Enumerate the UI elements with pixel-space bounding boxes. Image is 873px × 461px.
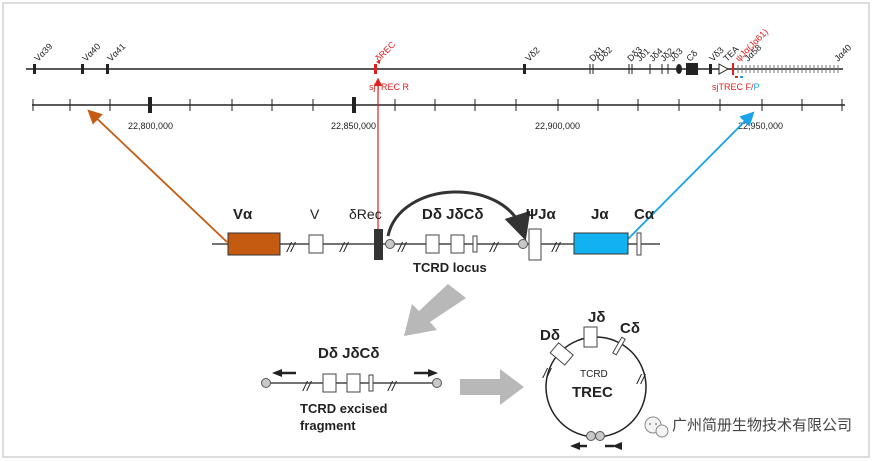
- ruler-position-label: 22,800,000: [128, 121, 173, 131]
- gene-tick: [33, 64, 36, 74]
- break-mark: //: [302, 378, 313, 394]
- v-alpha-label: Vα: [233, 206, 253, 223]
- gene-tick: [523, 64, 526, 74]
- circularization-arrow: [460, 369, 524, 405]
- gene-track: Vα39 Vα40 Vα41 Vδ2 Dδ1 Dδ2 Dδ3 Jδ1 Jδ4 J…: [26, 27, 853, 92]
- delta-rec-locus-label: δRec: [349, 206, 382, 222]
- v-label: V: [310, 206, 320, 222]
- d-delta-box: [549, 342, 574, 366]
- fragment-caption-2: fragment: [300, 418, 356, 433]
- d-j-c-delta-label: Dδ JδCδ: [422, 206, 483, 223]
- break-mark: //: [489, 239, 500, 255]
- primer-r-mark: [376, 60, 380, 64]
- v-alpha-mapping-arrow: [87, 109, 228, 243]
- ruler-major-tick: [148, 97, 152, 113]
- c-delta-block: [686, 63, 698, 75]
- locus-caption: TCRD locus: [413, 260, 487, 275]
- trec-circle: // // Dδ Jδ Cδ TCRD TREC: [540, 309, 647, 450]
- sjtrec-fp-label: sjTREC F/P: [712, 82, 760, 92]
- v-alpha-box: [227, 232, 281, 256]
- gene-label: Cδ: [684, 48, 699, 63]
- ruler-minor-ticks: [32, 99, 843, 111]
- gene-label: Vδ2: [523, 45, 541, 63]
- break-mark: //: [387, 378, 398, 394]
- trec-label: TREC: [572, 384, 613, 401]
- trec-d-delta-label: Dδ: [540, 327, 560, 344]
- tea-triangle: [718, 63, 730, 75]
- primer-arrow-left: [272, 369, 282, 377]
- fragment-genes-label: Dδ JδCδ: [318, 345, 379, 362]
- primer-p: [740, 76, 743, 78]
- gene-tick: [81, 64, 84, 74]
- trec-j-delta-label: Jδ: [588, 309, 605, 326]
- fragment-caption-1: TCRD excised: [300, 401, 387, 416]
- watermark-text: 广州简册生物技术有限公司: [672, 417, 852, 434]
- c-alpha-label: Cα: [634, 206, 655, 223]
- gene-marker: [676, 64, 682, 74]
- primer-arrow: [612, 442, 622, 450]
- trec-c-delta-label: Cδ: [620, 320, 640, 337]
- j-delta-box: [583, 326, 598, 348]
- d-delta-box: [425, 234, 440, 254]
- delta-rec-label: δREC: [373, 39, 397, 63]
- recombination-arc: [386, 190, 531, 241]
- genomic-ruler: 22,800,000 22,850,000 22,900,000 22,950,…: [32, 97, 845, 131]
- primer-arrow-right: [428, 369, 438, 377]
- ruler-position-label: 22,900,000: [535, 121, 580, 131]
- rss-circle: [432, 378, 442, 388]
- rss-circle: [586, 431, 596, 441]
- gene-label: Jα40: [832, 42, 853, 63]
- psi-j-alpha-box: [528, 228, 542, 261]
- excised-fragment: // // Dδ JδCδ TCRD excised fragment: [261, 345, 442, 433]
- d-delta-box: [322, 373, 337, 393]
- tcrd-locus: // // // // // Vα V δRec Dδ JδCδ ΨJα Jα …: [212, 190, 660, 275]
- sjtrec-r-label: sjTREC R: [369, 82, 409, 92]
- j-alpha-label: Jα: [591, 206, 609, 223]
- c-delta-box: [368, 374, 374, 392]
- trec-tcrd-label: TCRD: [580, 369, 608, 380]
- watermark: 广州简册生物技术有限公司: [644, 416, 852, 438]
- rss-circle: [261, 378, 271, 388]
- j-alpha-cluster: [737, 65, 839, 73]
- break-mark: //: [286, 239, 297, 255]
- wechat-icon: [644, 416, 669, 438]
- c-delta-box: [612, 336, 626, 356]
- gene-label: Vα41: [105, 41, 127, 63]
- break-mark: //: [339, 239, 350, 255]
- ruler-major-tick: [352, 97, 356, 113]
- c-delta-box: [472, 235, 478, 253]
- c-alpha-box: [636, 232, 642, 256]
- j-alpha-box: [573, 232, 629, 255]
- gene-label: Vα39: [32, 41, 54, 63]
- rss-circle: [518, 239, 528, 249]
- j-alpha-mapping-arrow: [624, 111, 755, 243]
- gene-tick: [709, 64, 712, 74]
- rss-circle: [595, 431, 605, 441]
- ruler-position-label: 22,850,000: [331, 121, 376, 131]
- v-box: [308, 234, 324, 254]
- ruler-position-label: 22,950,000: [738, 121, 783, 131]
- j-delta-box: [450, 234, 465, 254]
- delta-rec-box: [374, 229, 383, 260]
- excision-arrow: [404, 284, 466, 336]
- break-mark: //: [542, 365, 553, 381]
- break-mark: //: [397, 239, 408, 255]
- rss-circle: [385, 239, 395, 249]
- gene-label: Vα40: [80, 41, 102, 63]
- psi-j-alpha-label: ΨJα: [526, 206, 556, 223]
- primer-f: [735, 76, 738, 78]
- break-mark: //: [551, 239, 562, 255]
- primer-arrow: [570, 442, 580, 450]
- j-delta-box: [346, 373, 361, 393]
- gene-tick: [106, 64, 109, 74]
- delta-rec-tick: [374, 64, 377, 74]
- break-mark: //: [636, 371, 647, 387]
